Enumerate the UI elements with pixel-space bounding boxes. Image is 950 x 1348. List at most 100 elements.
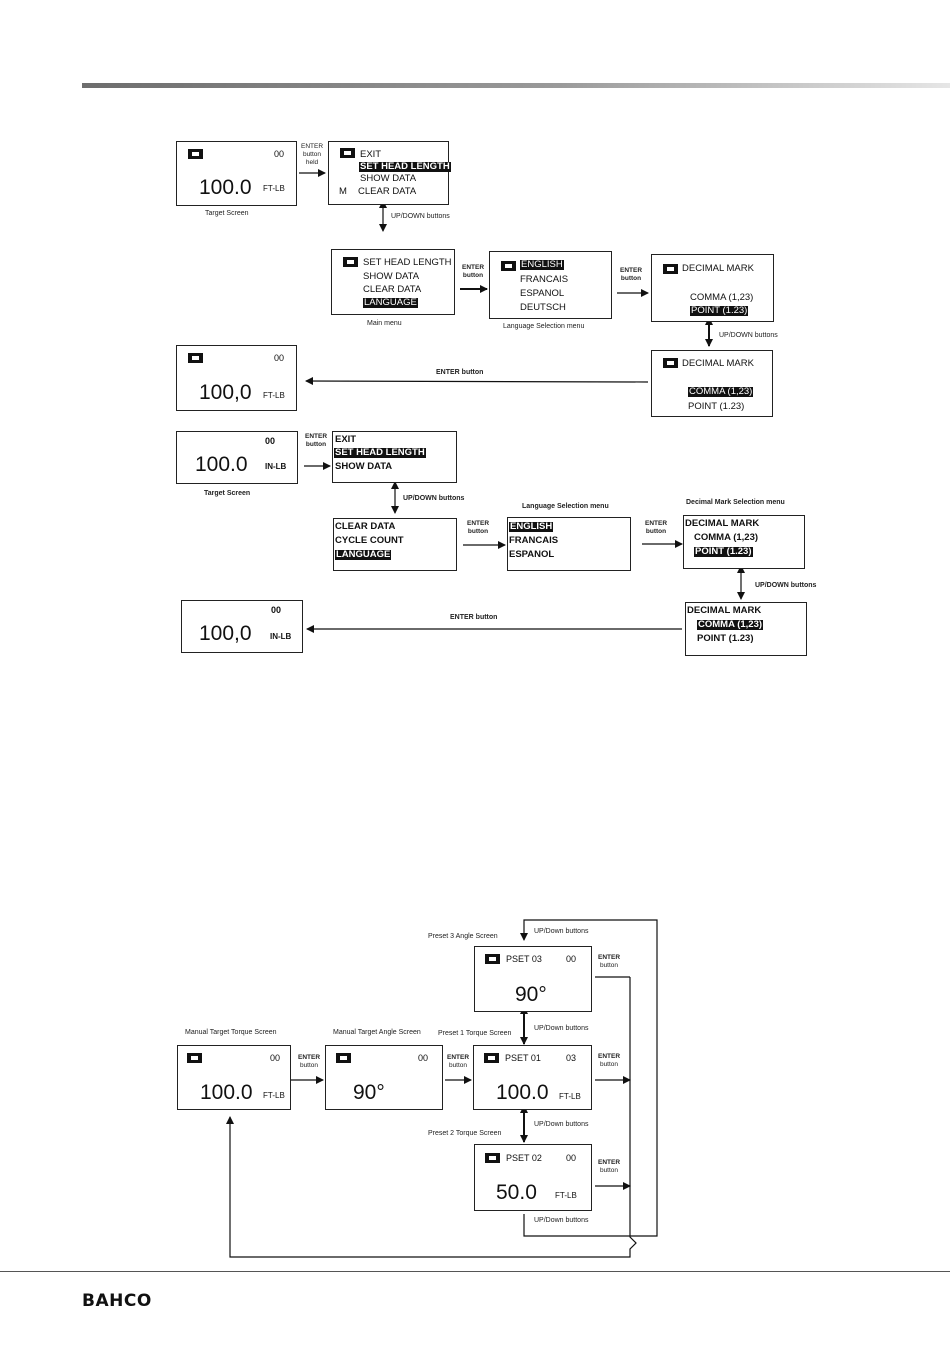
cycle-count: 00 xyxy=(566,954,577,964)
preset1-torque-screen: PSET 01 03 100.0 FT-LB xyxy=(473,1045,592,1110)
menu-item-set-head-length[interactable]: SET HEAD LENGTH xyxy=(359,161,451,172)
menu-item-show-data[interactable]: SHOW DATA xyxy=(335,461,393,472)
enter-button-label: ENTER button xyxy=(450,614,498,621)
menu-item-language[interactable]: LANGUAGE xyxy=(335,549,392,560)
language-menu-caption: Language Selection menu xyxy=(522,503,609,510)
cycle-count: 00 xyxy=(270,1053,281,1063)
battery-icon xyxy=(663,264,678,274)
menu-item-cycle-count[interactable]: CYCLE COUNT xyxy=(335,535,404,546)
decimal-mark-screen-comma: DECIMAL MARK COMMA (1,23) POINT (1.23) xyxy=(651,350,773,417)
angle-value: 90° xyxy=(515,983,547,1006)
target-screen-ftlb: 00 100.0 FT-LB xyxy=(176,141,297,206)
unit-label: FT-LB xyxy=(559,1092,581,1101)
battery-icon xyxy=(343,257,358,267)
updown-label: UP/Down buttons xyxy=(534,1217,589,1224)
torque-value: 100,0 xyxy=(199,622,252,645)
preset-name: PSET 02 xyxy=(506,1153,542,1163)
option-point[interactable]: POINT (1.23) xyxy=(697,633,754,644)
option-comma[interactable]: COMMA (1,23) xyxy=(694,532,759,543)
option-comma[interactable]: COMMA (1,23) xyxy=(690,292,754,303)
updown-label: UP/Down buttons xyxy=(534,928,589,935)
decimal-mark-title: DECIMAL MARK xyxy=(682,263,754,274)
battery-icon xyxy=(187,1053,202,1063)
decimal-mark-screen-point: DECIMAL MARK COMMA (1,23) POINT (1.23) xyxy=(651,254,774,322)
menu-item-show-data[interactable]: SHOW DATA xyxy=(360,173,417,184)
option-point[interactable]: POINT (1.23) xyxy=(694,546,753,557)
preset-name: PSET 01 xyxy=(505,1053,541,1063)
language-espanol[interactable]: ESPANOL xyxy=(520,288,565,299)
unit-label: IN-LB xyxy=(265,462,287,471)
battery-icon xyxy=(484,1053,499,1063)
decimal-mark-screen-4: DECIMAL MARK COMMA (1,23) POINT (1.23) xyxy=(685,602,807,656)
updown-label: UP/DOWN buttons xyxy=(755,582,817,589)
header-rule xyxy=(82,83,950,88)
menu-item-set-head-length[interactable]: SET HEAD LENGTH xyxy=(363,257,452,268)
option-comma[interactable]: COMMA (1,23) xyxy=(697,619,764,630)
language-deutsch[interactable]: DEUTSCH xyxy=(520,302,566,313)
battery-icon xyxy=(336,1053,351,1063)
preset2-caption: Preset 2 Torque Screen xyxy=(428,1130,502,1137)
unit-label: FT-LB xyxy=(263,184,285,193)
brand-logo: BAHCO xyxy=(82,1291,152,1311)
language-menu-screen: ENGLISH FRANCAIS ESPANOL DEUTSCH xyxy=(489,251,612,319)
battery-icon xyxy=(485,1153,500,1163)
updown-label: UP/DOWN buttons xyxy=(391,213,450,220)
menu-item-exit[interactable]: EXIT xyxy=(335,434,357,445)
language-english[interactable]: ENGLISH xyxy=(520,259,564,270)
battery-icon xyxy=(188,149,203,159)
menu-item-clear-data[interactable]: CLEAR DATA xyxy=(363,284,422,295)
decimal-mark-title: DECIMAL MARK xyxy=(685,518,760,529)
battery-icon xyxy=(485,954,500,964)
language-espanol[interactable]: ESPANOL xyxy=(509,549,555,560)
updown-label: UP/DOWN buttons xyxy=(719,332,778,339)
menu-item-set-head-length[interactable]: SET HEAD LENGTH xyxy=(334,447,426,458)
menu-screen-1: EXIT SET HEAD LENGTH SHOW DATA M CLEAR D… xyxy=(328,141,451,205)
option-point[interactable]: POINT (1.23) xyxy=(690,305,749,316)
decimal-mark-title: DECIMAL MARK xyxy=(687,605,762,616)
main-menu-caption: Main menu xyxy=(367,320,402,327)
option-comma[interactable]: COMMA (1,23) xyxy=(688,386,754,397)
preset-name: PSET 03 xyxy=(506,954,542,964)
cycle-count: 00 xyxy=(271,605,282,615)
menu-item-show-data[interactable]: SHOW DATA xyxy=(363,271,420,282)
battery-icon xyxy=(188,353,203,363)
language-english[interactable]: ENGLISH xyxy=(509,521,554,532)
torque-value: 50.0 xyxy=(496,1181,537,1204)
cycle-count: 00 xyxy=(274,149,285,159)
unit-label: FT-LB xyxy=(555,1191,577,1200)
updown-label: UP/Down buttons xyxy=(534,1025,589,1032)
menu-item-clear-data[interactable]: CLEAR DATA xyxy=(358,186,417,197)
torque-value: 100.0 xyxy=(195,453,248,476)
menu-screen-2: EXIT SET HEAD LENGTH SHOW DATA xyxy=(332,431,457,483)
menu-item-clear-data[interactable]: CLEAR DATA xyxy=(335,521,396,532)
menu-item-exit[interactable]: EXIT xyxy=(360,149,382,160)
battery-icon xyxy=(340,148,355,158)
cycle-count: 00 xyxy=(566,1153,577,1163)
menu-screen-3: CLEAR DATA CYCLE COUNT LANGUAGE xyxy=(333,518,457,571)
memory-indicator: M xyxy=(339,186,347,197)
target-screen-inlb: 00 100.0 IN-LB xyxy=(176,431,298,484)
menu-item-language[interactable]: LANGUAGE xyxy=(363,297,418,308)
decimal-mark-title: DECIMAL MARK xyxy=(682,358,754,369)
updown-label: UP/Down buttons xyxy=(534,1121,589,1128)
updown-label: UP/DOWN buttons xyxy=(403,495,465,502)
angle-value: 90° xyxy=(353,1081,385,1104)
manual-angle-screen: 00 90° xyxy=(325,1045,443,1110)
result-screen-inlb: 00 100,0 IN-LB xyxy=(181,600,303,653)
decimal-mark-screen-3: DECIMAL MARK COMMA (1,23) POINT (1.23) xyxy=(683,515,805,569)
result-screen-ftlb: 00 100,0 FT-LB xyxy=(176,345,297,411)
battery-icon xyxy=(501,261,516,271)
language-francais[interactable]: FRANCAIS xyxy=(520,274,569,285)
option-point[interactable]: POINT (1.23) xyxy=(688,401,745,412)
language-francais[interactable]: FRANCAIS xyxy=(509,535,559,546)
torque-value: 100.0 xyxy=(199,176,252,199)
